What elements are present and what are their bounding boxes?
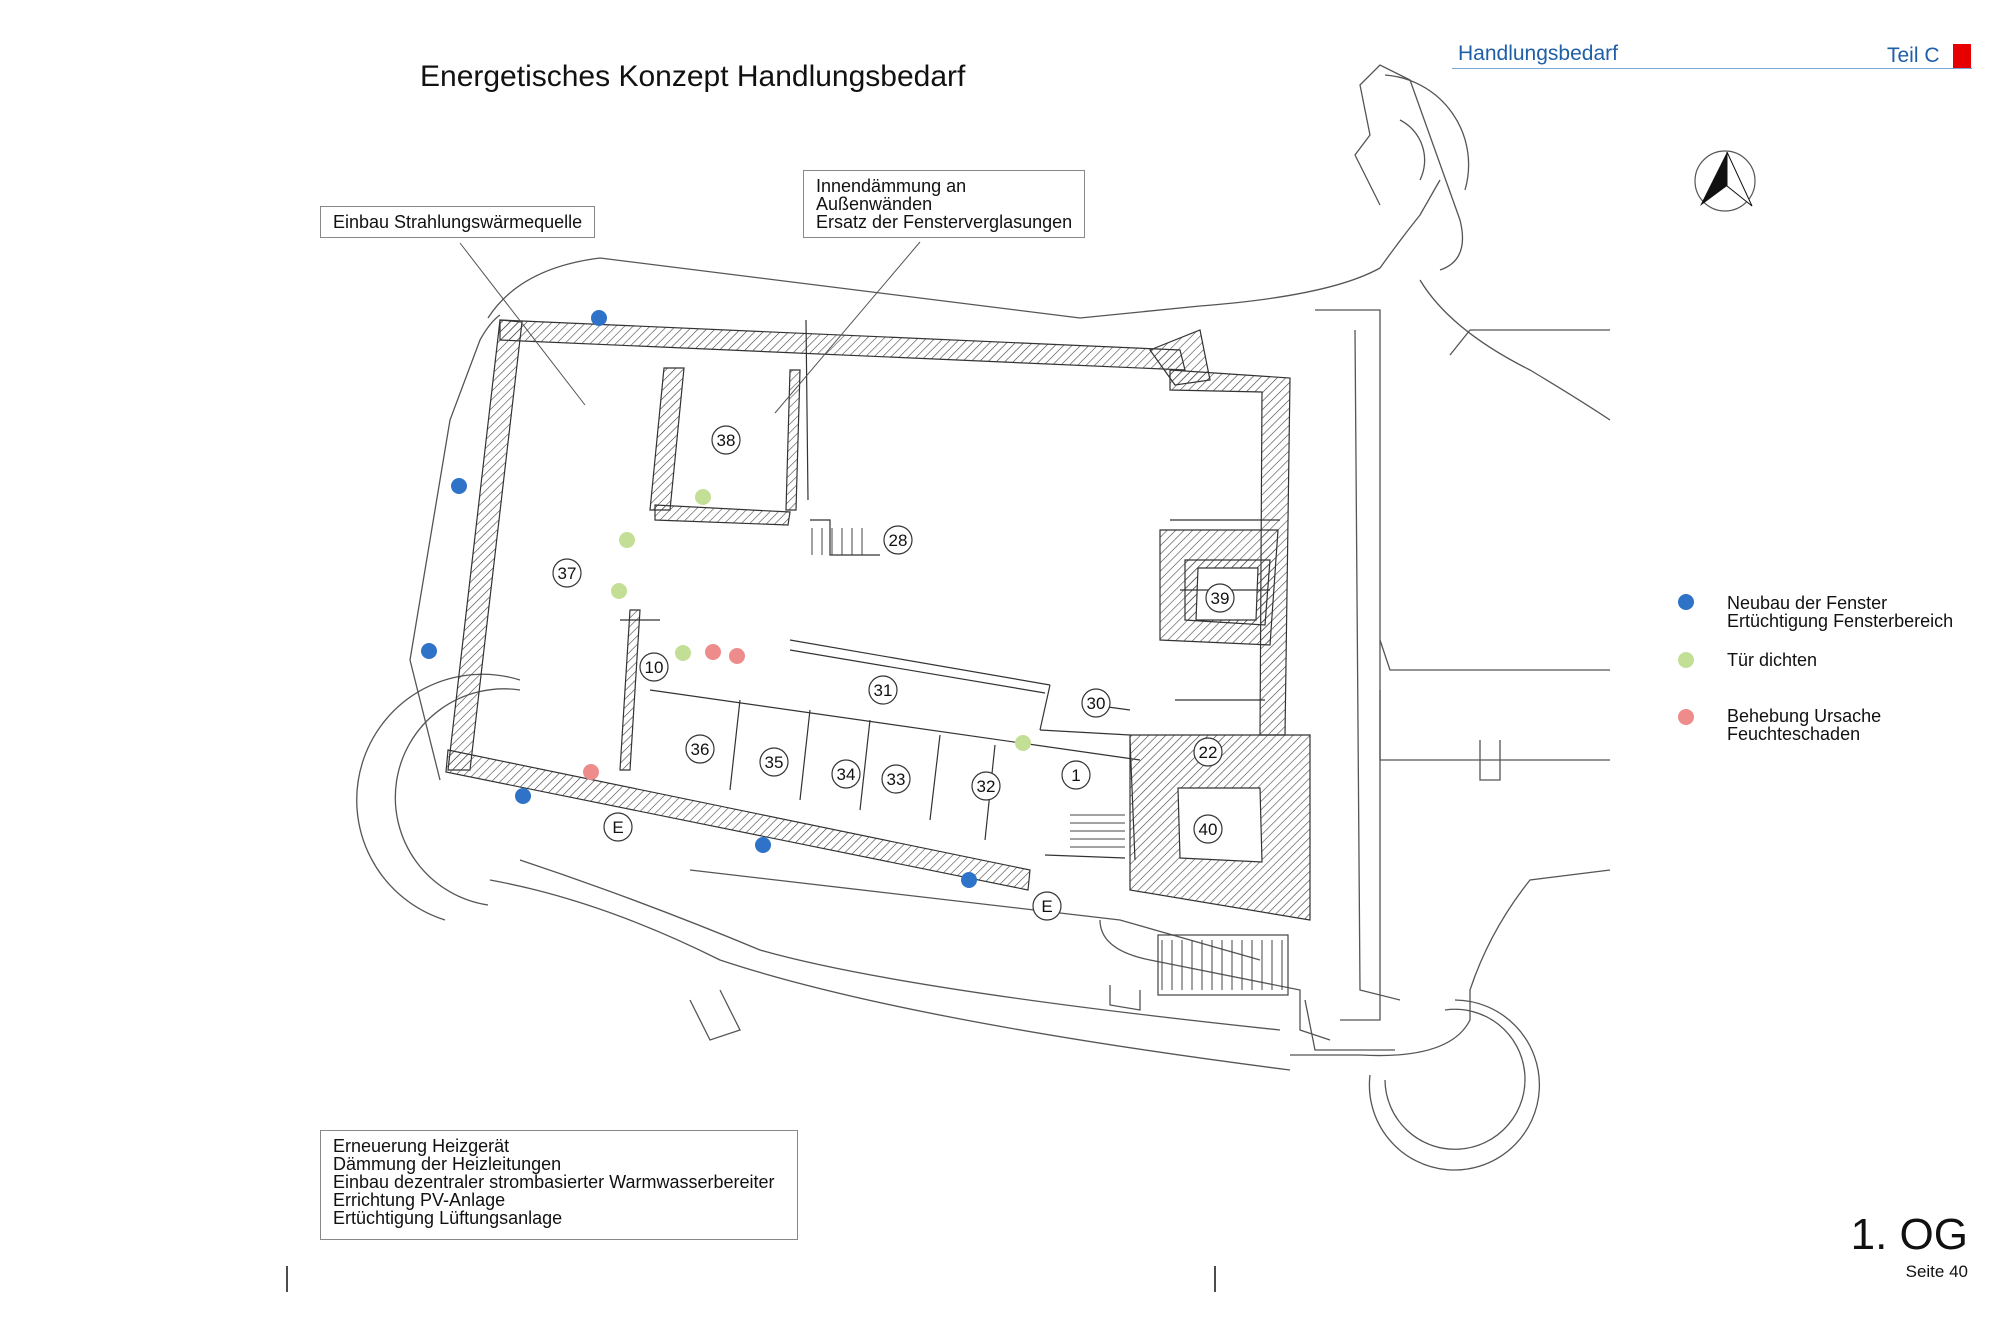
measure-item: Erneuerung Heizgerät — [333, 1136, 510, 1156]
room-label-31 — [868, 675, 898, 705]
interior-walls — [620, 319, 1280, 861]
moisture-marker — [583, 764, 599, 780]
room-label-36 — [685, 734, 715, 764]
window-marker — [961, 872, 977, 888]
room-label-22 — [1193, 737, 1223, 767]
measure-item: Dämmung der Heizleitungen — [333, 1154, 562, 1174]
building-walls — [445, 319, 1311, 921]
header-rule — [1452, 68, 1972, 69]
room-label-39 — [1205, 583, 1235, 613]
window-marker — [451, 478, 467, 494]
room-number: 35 — [765, 753, 784, 772]
legend-dot-doors — [1678, 652, 1694, 668]
room-number: 28 — [889, 531, 908, 550]
room-label-1 — [1061, 760, 1091, 790]
callout-measures: Erneuerung Heizgerät Dämmung der Heizlei… — [320, 1130, 798, 1240]
room-label-34 — [831, 759, 861, 789]
moisture-markers — [583, 644, 745, 780]
room-number: 34 — [837, 765, 856, 784]
room-number: 31 — [874, 681, 893, 700]
room-labels — [552, 425, 1235, 921]
callout-text: Einbau Strahlungswärmequelle — [333, 212, 583, 232]
room-number: 40 — [1199, 820, 1218, 839]
moisture-marker — [705, 644, 721, 660]
room-number: 22 — [1199, 743, 1218, 762]
room-number: 32 — [977, 777, 996, 796]
entrance-label-2 — [1032, 891, 1062, 921]
room-number: 10 — [645, 658, 664, 677]
page-title: Energetisches Konzept Handlungsbedarf — [420, 60, 966, 93]
callout-insulation: Innendämmung an Außenwänden Ersatz der F… — [803, 170, 1086, 238]
callout-line: Ersatz der Fensterverglasungen — [816, 212, 1073, 232]
page-number: Seite 40 — [1905, 1262, 1968, 1281]
exterior-stair — [1157, 934, 1289, 996]
floor-label: 1. OG — [1850, 1210, 1968, 1259]
legend-label-windows: Neubau der Fenster Ertüchtigung Fensterb… — [1727, 593, 1954, 631]
room-number: 39 — [1211, 589, 1230, 608]
room-number: 1 — [1071, 766, 1080, 785]
callout-radiant-heat: Einbau Strahlungswärmequelle — [320, 206, 596, 238]
room-label-10 — [639, 652, 669, 682]
room-number: 36 — [691, 740, 710, 759]
measure-item: Errichtung PV-Anlage — [333, 1190, 506, 1210]
door-marker — [675, 645, 691, 661]
door-marker — [611, 583, 627, 599]
part-marker — [1953, 44, 1971, 68]
measure-item: Ertüchtigung Lüftungsanlage — [333, 1208, 563, 1228]
door-marker — [695, 489, 711, 505]
room-number: 30 — [1087, 694, 1106, 713]
moisture-marker — [729, 648, 745, 664]
part-label: Teil C — [1887, 44, 1940, 67]
room-label-33 — [881, 764, 911, 794]
legend-dot-moisture — [1678, 709, 1694, 725]
window-markers — [421, 310, 977, 888]
callout-line: Innendämmung an — [816, 176, 967, 196]
room-label-40 — [1193, 814, 1223, 844]
section-header: Handlungsbedarf — [1458, 42, 1618, 65]
terrain-outlines — [356, 64, 1611, 1171]
legend-dot-windows — [1678, 594, 1694, 610]
entrance-letter: E — [1041, 897, 1052, 916]
legend-label-doors: Tür dichten — [1727, 650, 1818, 670]
door-markers — [611, 489, 1031, 751]
window-marker — [421, 643, 437, 659]
room-label-38 — [711, 425, 741, 455]
room-numbers: 38 28 37 39 10 31 30 22 36 35 34 33 32 1… — [558, 431, 1230, 916]
door-marker — [1015, 735, 1031, 751]
room-label-30 — [1081, 688, 1111, 718]
entrance-letter: E — [612, 818, 623, 837]
window-marker — [755, 837, 771, 853]
room-label-32 — [971, 771, 1001, 801]
measure-item: Einbau dezentraler strombasierter Warmwa… — [333, 1172, 775, 1192]
room-label-37 — [552, 558, 582, 588]
stairs — [811, 528, 1283, 990]
room-label-35 — [759, 747, 789, 777]
callout-line: Außenwänden — [816, 194, 933, 214]
room-number: 37 — [558, 564, 577, 583]
door-marker — [619, 532, 635, 548]
legend-label-moisture: Behebung Ursache Feuchteschaden — [1727, 706, 1882, 744]
room-number: 38 — [717, 431, 736, 450]
window-marker — [515, 788, 531, 804]
entrance-label-1 — [603, 812, 633, 842]
callout-leaders — [459, 241, 921, 414]
window-marker — [591, 310, 607, 326]
north-arrow-icon — [1694, 150, 1756, 212]
room-label-28 — [883, 525, 913, 555]
room-number: 33 — [887, 770, 906, 789]
